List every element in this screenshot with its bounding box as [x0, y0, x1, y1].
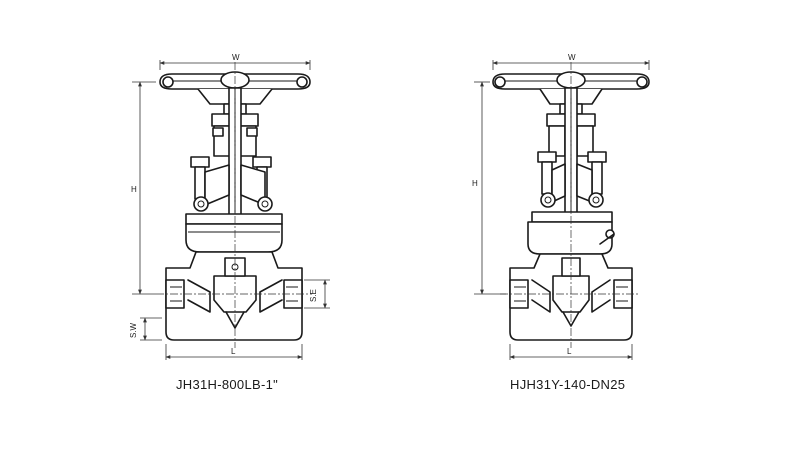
dim-height-label-1: H	[131, 185, 137, 194]
dim-width-label-1: W	[232, 53, 240, 62]
valve-drawing-2: W H L	[472, 53, 650, 360]
caption-model-1: JH31H-800LB-1"	[176, 377, 279, 392]
dimensions-2: W H L	[472, 53, 650, 360]
dimensions-1: W H L S.E S.W	[129, 53, 330, 360]
dim-end-label-1: S.E	[309, 289, 318, 302]
dim-width-label-2: W	[568, 53, 576, 62]
valve-body-1	[165, 251, 303, 341]
dim-height-label-2: H	[472, 179, 478, 188]
bonnet-bolts-2	[537, 151, 607, 208]
dim-length-label-2: L	[567, 347, 572, 356]
caption-model-2: HJH31Y-140-DN25	[510, 377, 626, 392]
valve-drawing-1: W H L S.E S.W	[129, 53, 330, 360]
bonnet-1	[185, 213, 283, 253]
dim-length-label-1: L	[231, 347, 236, 356]
dim-weld-label-1: S.W	[129, 322, 138, 338]
bonnet-bolts-1	[190, 156, 273, 212]
